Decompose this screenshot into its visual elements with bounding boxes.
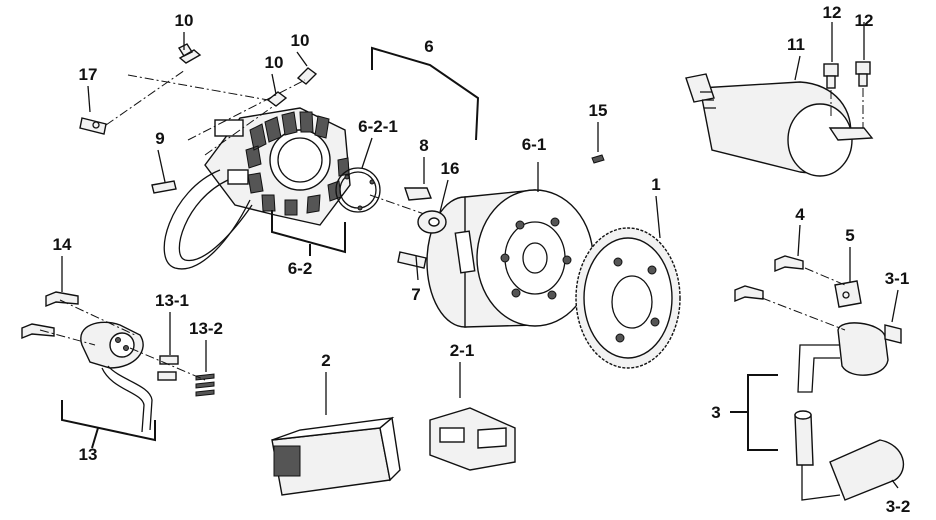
label-16: 16 xyxy=(441,159,460,178)
starter-clutch-gear xyxy=(575,227,681,369)
cdi-unit xyxy=(429,407,516,471)
starter-bolt-12b xyxy=(855,61,871,87)
label-5: 5 xyxy=(845,226,854,245)
pulser-bolt-14a xyxy=(45,291,79,308)
label-3-1: 3-1 xyxy=(885,269,910,288)
label-10-top: 10 xyxy=(175,11,194,30)
label-6-2-1: 6-2-1 xyxy=(358,117,398,136)
bolt-10-top xyxy=(177,43,202,64)
label-7: 7 xyxy=(411,285,420,304)
label-6-1: 6-1 xyxy=(522,135,547,154)
pulser-bolt-14b xyxy=(21,323,55,340)
label-10-right: 10 xyxy=(291,31,310,50)
bolt-7 xyxy=(397,251,427,269)
label-10-left: 10 xyxy=(265,53,284,72)
ignition-coil xyxy=(797,322,902,393)
label-17: 17 xyxy=(79,65,98,84)
coil-bolt-4b xyxy=(734,285,764,303)
woodruff-key-15 xyxy=(591,154,605,164)
label-3-2: 3-2 xyxy=(886,497,911,516)
label-15: 15 xyxy=(589,101,608,120)
bolt-10-right xyxy=(296,67,318,85)
label-6: 6 xyxy=(424,37,433,56)
label-2: 2 xyxy=(321,351,330,370)
spark-plug-cap xyxy=(794,410,905,501)
label-6-2: 6-2 xyxy=(288,259,313,278)
terminal-13-2 xyxy=(195,373,215,397)
label-12-a: 12 xyxy=(823,3,842,22)
label-13: 13 xyxy=(79,445,98,464)
bolt-10-left xyxy=(266,91,288,107)
starter-bolt-12a xyxy=(823,63,839,89)
label-8: 8 xyxy=(419,136,428,155)
label-13-1: 13-1 xyxy=(155,291,189,310)
label-2-1: 2-1 xyxy=(450,341,475,360)
stator-gasket xyxy=(335,167,381,213)
label-13-2: 13-2 xyxy=(189,319,223,338)
stator-wire-clamp xyxy=(151,180,177,194)
label-4: 4 xyxy=(795,205,805,224)
regulator-rectifier xyxy=(271,416,401,496)
starter-motor xyxy=(685,73,874,177)
clamp-plate-17 xyxy=(79,117,107,135)
label-3: 3 xyxy=(711,403,720,422)
stator-coil xyxy=(163,107,351,270)
terminal-13-1 xyxy=(157,355,179,381)
nut-8 xyxy=(404,187,432,201)
label-9: 9 xyxy=(155,129,164,148)
label-11: 11 xyxy=(787,35,805,54)
coil-bracket-5 xyxy=(834,280,862,308)
flywheel xyxy=(426,189,594,328)
coil-bolt-4 xyxy=(774,255,804,273)
label-14: 14 xyxy=(53,235,72,254)
washer-16 xyxy=(417,210,447,234)
label-12-b: 12 xyxy=(855,11,874,30)
label-1: 1 xyxy=(651,175,660,194)
pulser-coil xyxy=(80,321,153,433)
